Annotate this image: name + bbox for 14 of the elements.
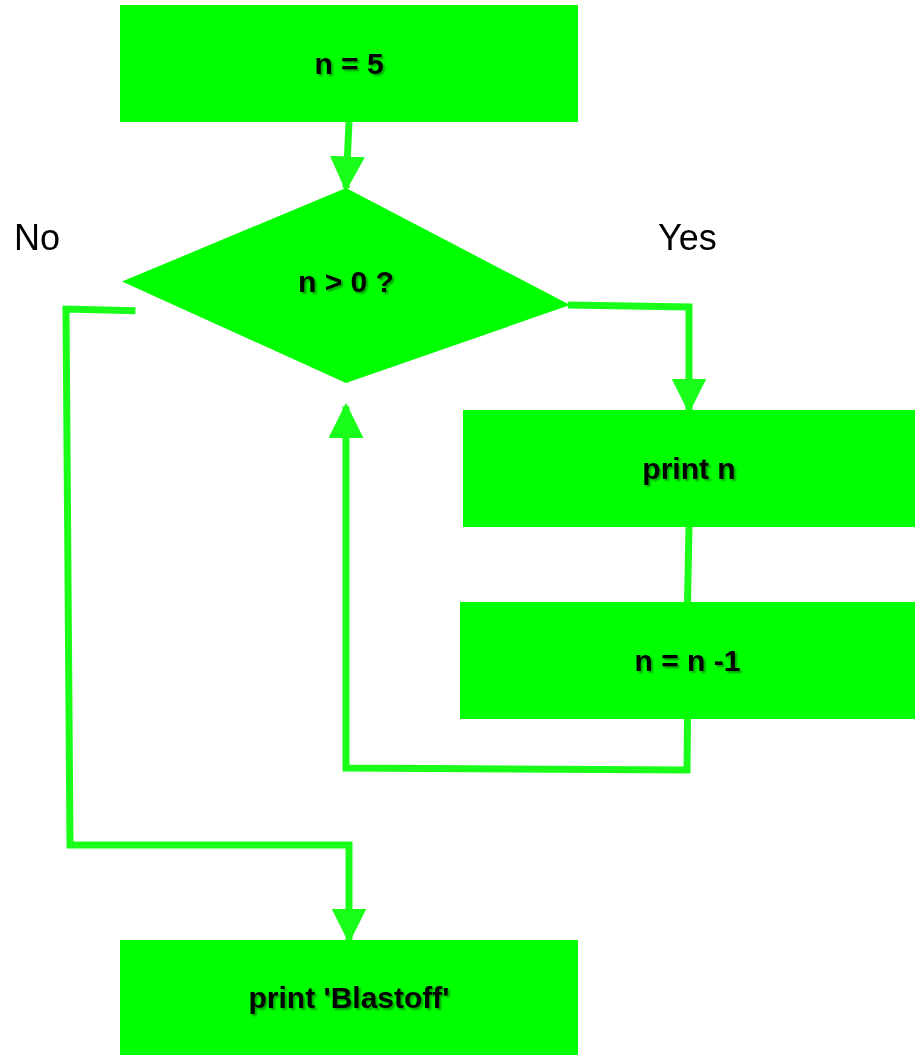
process-box [463,410,915,527]
arrow [329,121,365,192]
node-label: n > 0 ? [298,264,394,300]
edge-label: Yes [658,220,717,256]
decision-diamond [122,188,570,383]
process-box [460,602,915,719]
process-box [120,940,578,1055]
edge-label: No [14,220,61,256]
arrow [328,402,691,774]
node-label: n = 5 [314,46,384,82]
node-label: n = n -1 [634,643,741,679]
node-label: print 'Blastoff' [248,980,450,1016]
node-label: print n [642,451,736,487]
process-box [120,5,578,122]
